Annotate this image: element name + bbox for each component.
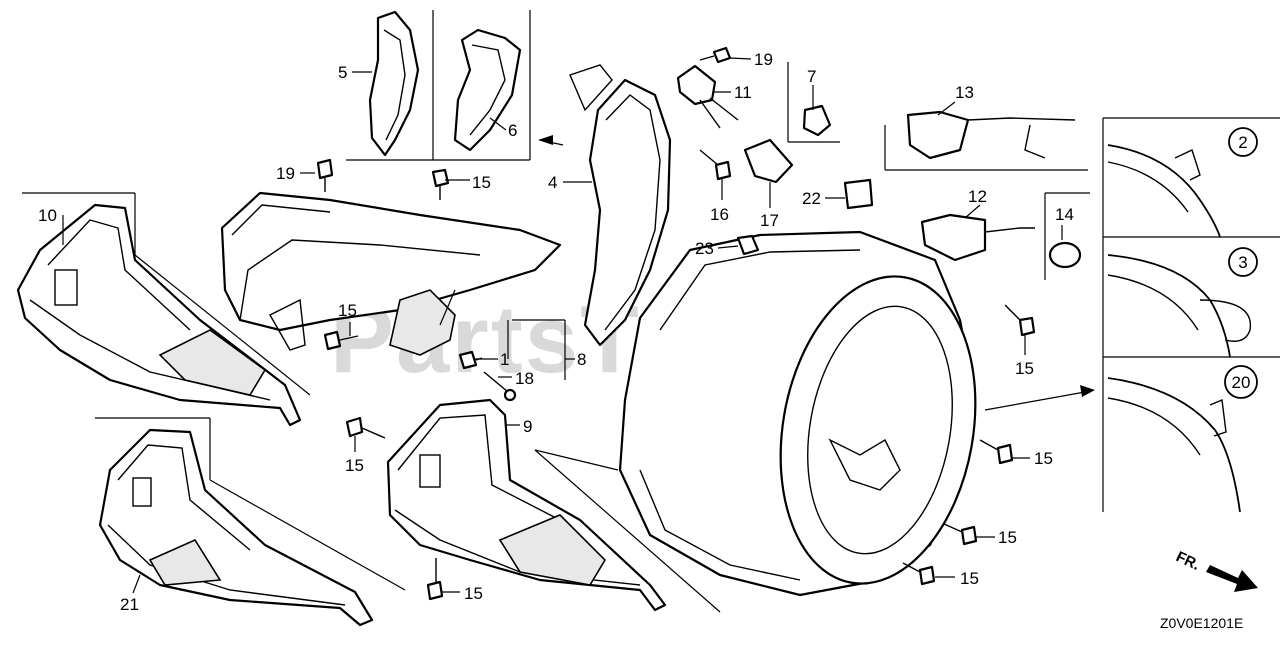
callout-8: 8 [577, 350, 586, 369]
callout-22: 22 [802, 189, 821, 208]
callout-19-left: 19 [276, 164, 295, 183]
part-21-shroud-cover [95, 417, 406, 627]
callout-15-top: 15 [472, 173, 491, 192]
callout-11: 11 [734, 83, 752, 102]
callout-15-left: 15 [345, 456, 364, 475]
front-arrow-icon [1206, 565, 1258, 592]
front-label: FR. [1173, 548, 1202, 574]
callout-1: 1 [500, 350, 509, 369]
front-direction-indicator: FR. [1173, 548, 1258, 592]
small-parts [676, 62, 1090, 280]
callout-15-right: 15 [1015, 359, 1034, 378]
callout-12: 12 [968, 187, 987, 206]
inset-label-20: 20 [1232, 373, 1251, 392]
part-13-switch [906, 110, 970, 160]
callout-14: 14 [1055, 205, 1074, 224]
callout-9: 9 [523, 417, 532, 436]
part-6-guide-plate [453, 28, 522, 152]
inset-label-3: 3 [1238, 253, 1247, 272]
inset-3-badge [1228, 247, 1258, 277]
callout-13: 13 [955, 83, 974, 102]
center-air-guide [220, 191, 562, 356]
diagram-code: Z0V0E1201E [1160, 615, 1243, 631]
part-22-holder [843, 178, 874, 210]
part-23-clip [736, 234, 760, 256]
leader-lines [62, 57, 1095, 594]
fan-cover-housing [618, 230, 977, 597]
callout-21: 21 [120, 595, 139, 614]
callout-5: 5 [338, 63, 347, 82]
callout-10: 10 [38, 206, 57, 225]
callout-15-fan3: 15 [960, 569, 979, 588]
part-11-bracket [676, 64, 717, 106]
top-bracket-group [346, 10, 531, 161]
callout-7: 7 [807, 67, 816, 86]
callout-18: 18 [515, 369, 534, 388]
callout-16: 16 [710, 205, 729, 224]
callout-15-bottom: 15 [464, 584, 483, 603]
part-9-shroud-cover [386, 398, 721, 613]
inset-panels: 2 3 20 [1102, 117, 1280, 513]
part-14-grommet [1048, 241, 1082, 269]
callout-6: 6 [508, 121, 517, 140]
inset-20-badge [1224, 365, 1258, 399]
callout-17: 17 [760, 211, 779, 230]
part-17-clamp [743, 138, 794, 184]
inset-label-2: 2 [1238, 133, 1247, 152]
callout-23: 23 [695, 239, 714, 258]
part-7-clip [802, 104, 832, 137]
callout-15-fan2: 15 [998, 528, 1017, 547]
inset-2-badge [1228, 127, 1258, 157]
callout-19-top: 19 [754, 50, 773, 69]
callout-15-fan1: 15 [1034, 449, 1053, 468]
part-4-baffle [569, 64, 672, 347]
bolts [316, 46, 1036, 601]
part-12-switch [920, 213, 987, 262]
part-5-guide-plate [368, 10, 420, 157]
callout-4: 4 [548, 173, 557, 192]
callout-labels: 5 6 4 19 11 7 13 12 14 16 17 22 23 19 15… [38, 50, 1074, 614]
callout-15-center: 15 [338, 301, 357, 320]
part-10-shroud-cover [16, 192, 311, 427]
